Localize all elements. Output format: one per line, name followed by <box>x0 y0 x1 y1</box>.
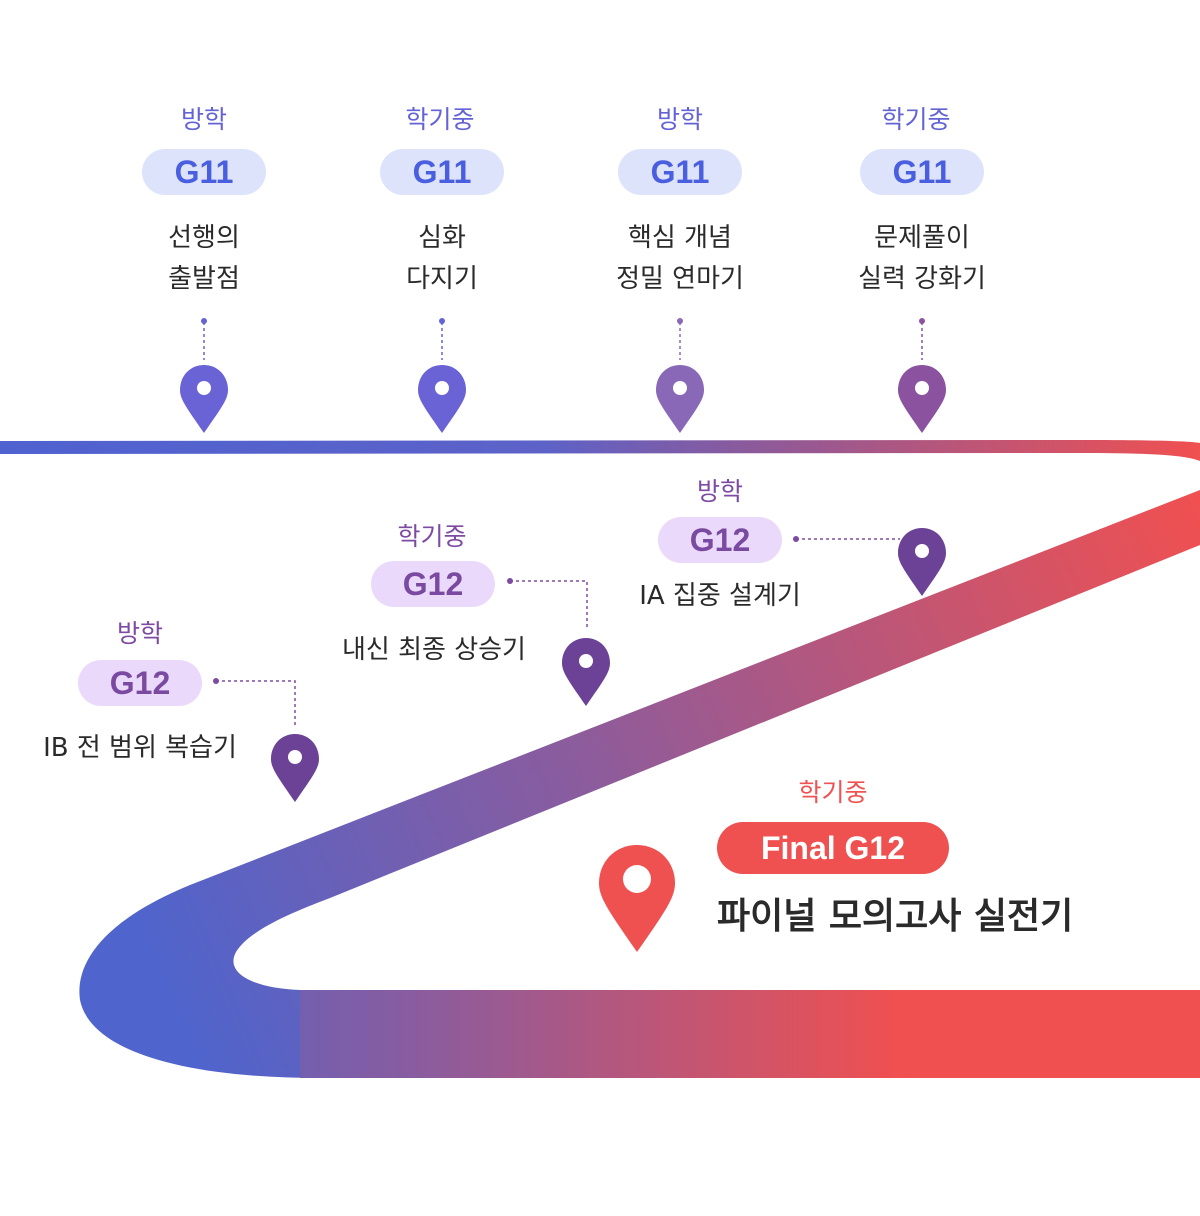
grade-badge: G11 <box>618 149 742 195</box>
final-badge: Final G12 <box>717 822 949 874</box>
stage-season: 학기중 <box>881 105 951 134</box>
stage-season: 방학 <box>116 619 163 648</box>
map-pin-icon <box>898 528 946 596</box>
connectors <box>203 322 923 726</box>
grade-badge: G12 <box>371 561 495 607</box>
connector-dots <box>201 318 925 684</box>
map-pins <box>180 365 946 952</box>
final-season: 학기중 <box>798 778 868 807</box>
grade-badge: G11 <box>142 149 266 195</box>
grade-badge: G11 <box>860 149 984 195</box>
stage-season: 방학 <box>656 105 703 134</box>
grade-badge: G12 <box>658 517 782 563</box>
grade-badge: G12 <box>78 660 202 706</box>
map-pin-icon <box>180 365 228 433</box>
stage-description: 내신 최종 상승기 <box>342 635 526 665</box>
map-pin-icon <box>656 365 704 433</box>
map-pin-icon <box>562 638 610 706</box>
map-pin-icon <box>418 365 466 433</box>
stage-season: 방학 <box>180 105 227 134</box>
stage-description: IA 집중 설계기 <box>639 581 801 611</box>
stage-season: 방학 <box>696 477 743 506</box>
stage-season: 학기중 <box>397 522 467 551</box>
grade-badge: G11 <box>380 149 504 195</box>
final-map-pin-icon <box>599 845 675 952</box>
path-top-segment <box>0 440 1200 461</box>
map-pin-icon <box>271 734 319 802</box>
map-pin-icon <box>898 365 946 433</box>
path-bottom-segment <box>300 990 1200 1078</box>
final-description: 파이널 모의고사 실전기 <box>717 896 1074 937</box>
stage-description: IB 전 범위 복습기 <box>43 733 237 763</box>
stage-season: 학기중 <box>405 105 475 134</box>
path-diagonal-segment <box>79 490 1200 1078</box>
